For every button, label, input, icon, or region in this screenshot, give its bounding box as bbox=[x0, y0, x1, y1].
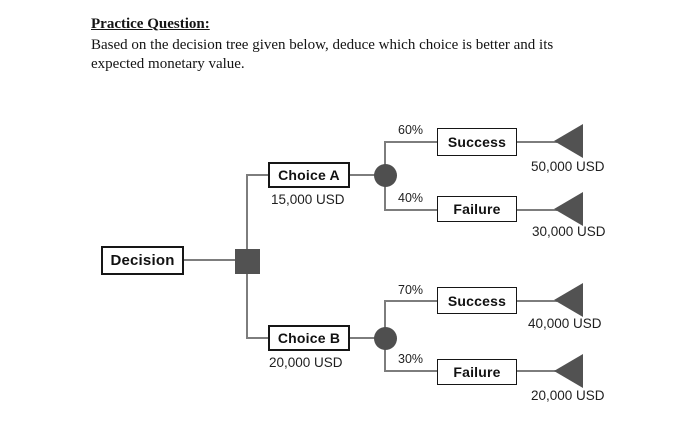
page-title: Practice Question: bbox=[91, 16, 210, 32]
connector-line bbox=[517, 209, 557, 211]
probability-b-failure: 30% bbox=[398, 352, 424, 366]
payoff-b-failure: 20,000 USD bbox=[531, 388, 605, 403]
chance-node-a-icon bbox=[374, 164, 397, 187]
connector-line bbox=[384, 141, 437, 143]
connector-line bbox=[246, 337, 268, 339]
terminal-triangle-icon bbox=[554, 124, 583, 158]
outcome-b-failure-label: Failure bbox=[453, 364, 501, 380]
terminal-triangle-icon bbox=[554, 354, 583, 388]
connector-line bbox=[517, 300, 557, 302]
outcome-a-success-label: Success bbox=[447, 134, 507, 150]
terminal-triangle-icon bbox=[554, 283, 583, 317]
choice-a-cost: 15,000 USD bbox=[271, 192, 345, 207]
connector-line bbox=[517, 141, 557, 143]
connector-line bbox=[384, 209, 437, 211]
connector-line bbox=[384, 300, 437, 302]
probability-b-success: 70% bbox=[398, 283, 424, 297]
outcome-b-failure-box: Failure bbox=[437, 359, 517, 385]
outcome-a-failure-box: Failure bbox=[437, 196, 517, 222]
payoff-a-failure: 30,000 USD bbox=[532, 224, 606, 239]
question-text: Based on the decision tree given below, … bbox=[91, 37, 554, 73]
probability-a-success: 60% bbox=[398, 123, 424, 137]
outcome-b-success-label: Success bbox=[447, 292, 507, 309]
connector-line bbox=[350, 337, 376, 339]
choice-a-box: Choice A bbox=[268, 162, 350, 188]
decision-label: Decision bbox=[110, 252, 175, 269]
outcome-a-success-box: Success bbox=[437, 128, 517, 156]
connector-line bbox=[350, 174, 376, 176]
choice-b-cost: 20,000 USD bbox=[269, 355, 343, 370]
probability-a-failure: 40% bbox=[398, 191, 424, 205]
payoff-b-success: 40,000 USD bbox=[528, 316, 602, 331]
choice-b-label: Choice B bbox=[277, 330, 341, 346]
connector-line bbox=[183, 259, 237, 261]
terminal-triangle-icon bbox=[554, 192, 583, 226]
connector-line bbox=[517, 370, 557, 372]
connector-line bbox=[384, 370, 437, 372]
choice-a-label: Choice A bbox=[278, 167, 340, 183]
outcome-b-success-box: Success bbox=[437, 287, 517, 314]
decision-square-icon bbox=[235, 249, 260, 274]
chance-node-b-icon bbox=[374, 327, 397, 350]
outcome-a-failure-label: Failure bbox=[453, 201, 501, 217]
choice-b-box: Choice B bbox=[268, 325, 350, 351]
payoff-a-success: 50,000 USD bbox=[531, 159, 605, 174]
decision-node-box: Decision bbox=[101, 246, 184, 275]
connector-line bbox=[246, 174, 268, 176]
